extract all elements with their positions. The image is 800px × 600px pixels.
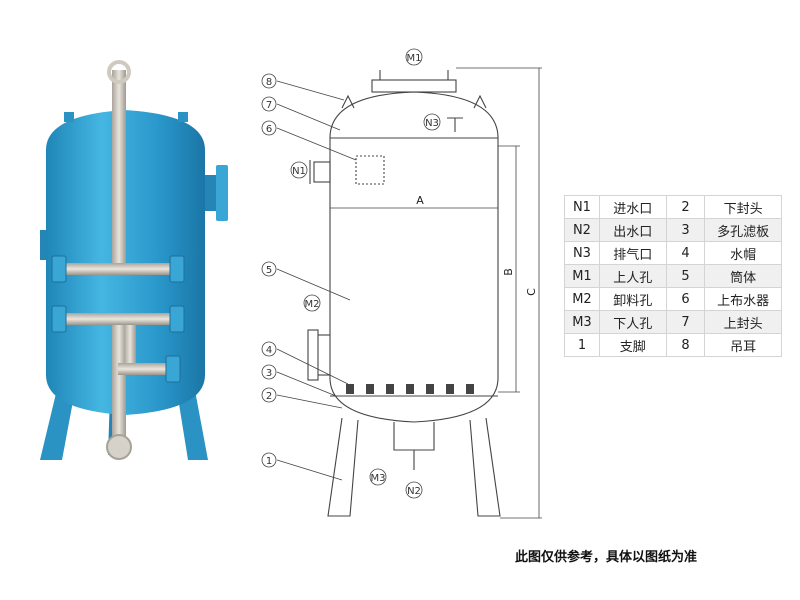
table-cell: N2 <box>564 218 600 242</box>
table-row: M1 上人孔 5 筒体 <box>564 264 782 288</box>
callout-5: 5 <box>266 265 272 276</box>
table-cell: 上封头 <box>704 310 782 334</box>
table-cell: N1 <box>564 195 600 219</box>
table-cell: 筒体 <box>704 264 782 288</box>
table-cell: 吊耳 <box>704 333 782 357</box>
table-cell: 6 <box>665 287 706 311</box>
callout-2: 2 <box>266 391 272 402</box>
table-cell: 1 <box>564 333 600 357</box>
dimension-c-label: C <box>525 288 538 296</box>
bottom-flange <box>106 434 132 460</box>
callout-3: 3 <box>266 368 272 379</box>
callout-group: 8 7 6 5 4 3 2 1 <box>261 73 277 468</box>
table-cell: 4 <box>665 241 706 265</box>
tank-leg <box>40 385 76 460</box>
table-cell: 排气口 <box>598 241 667 265</box>
table-cell: 支脚 <box>598 333 667 357</box>
callout-7: 7 <box>266 100 272 111</box>
table-cell: 3 <box>665 218 706 242</box>
table-cell: 出水口 <box>598 218 667 242</box>
table-cell: 上布水器 <box>704 287 782 311</box>
parts-table: N1 进水口 2 下封头 N2 出水口 3 多孔滤板 N3 排气口 4 水帽 M… <box>564 195 782 357</box>
table-row: M2 卸料孔 6 上布水器 <box>564 287 782 311</box>
tank-photo <box>40 60 228 460</box>
tank-drawing: M1 N3 N1 M2 M3 N2 8 7 6 5 4 3 2 1 A B C <box>261 48 542 519</box>
callout-6: 6 <box>266 124 272 135</box>
vessel-outline <box>329 91 499 423</box>
reference-note: 此图仅供参考，具体以图纸为准 <box>515 550 698 565</box>
table-cell: 8 <box>665 333 706 357</box>
table-cell: M2 <box>564 287 600 311</box>
table-cell: 上人孔 <box>598 264 667 288</box>
table-row: N1 进水口 2 下封头 <box>564 195 782 219</box>
marker-n1: N1 <box>292 166 306 177</box>
callout-4: 4 <box>266 345 272 356</box>
table-cell: 5 <box>665 264 706 288</box>
marker-n3: N3 <box>425 118 439 129</box>
table-row: N2 出水口 3 多孔滤板 <box>564 218 782 242</box>
table-cell: 进水口 <box>598 195 667 219</box>
table-cell: 卸料孔 <box>598 287 667 311</box>
callout-1: 1 <box>266 456 272 467</box>
table-row: 1 支脚 8 吊耳 <box>564 333 782 357</box>
header-pipe <box>60 313 178 325</box>
table-row: N3 排气口 4 水帽 <box>564 241 782 265</box>
marker-group: M1 N3 N1 M2 M3 N2 <box>290 48 441 499</box>
header-pipe <box>60 263 178 275</box>
marker-m2: M2 <box>305 299 320 310</box>
table-cell: N3 <box>564 241 600 265</box>
table-cell: 水帽 <box>704 241 782 265</box>
vertical-pipe <box>112 70 126 270</box>
table-cell: 多孔滤板 <box>704 218 782 242</box>
table-cell: 7 <box>665 310 706 334</box>
table-cell: 下封头 <box>704 195 782 219</box>
marker-n2: N2 <box>407 486 421 497</box>
table-cell: M3 <box>564 310 600 334</box>
tank-leg <box>176 385 208 460</box>
table-row: M3 下人孔 7 上封头 <box>564 310 782 334</box>
vertical-pipe <box>112 320 126 440</box>
table-cell: 2 <box>665 195 706 219</box>
dimension-b-label: B <box>502 268 515 276</box>
dimension-a-label: A <box>416 194 424 207</box>
marker-m3: M3 <box>371 473 386 484</box>
marker-m1: M1 <box>407 53 422 64</box>
callout-8: 8 <box>266 77 272 88</box>
table-cell: 下人孔 <box>598 310 667 334</box>
table-cell: M1 <box>564 264 600 288</box>
header-pipe <box>118 363 174 375</box>
